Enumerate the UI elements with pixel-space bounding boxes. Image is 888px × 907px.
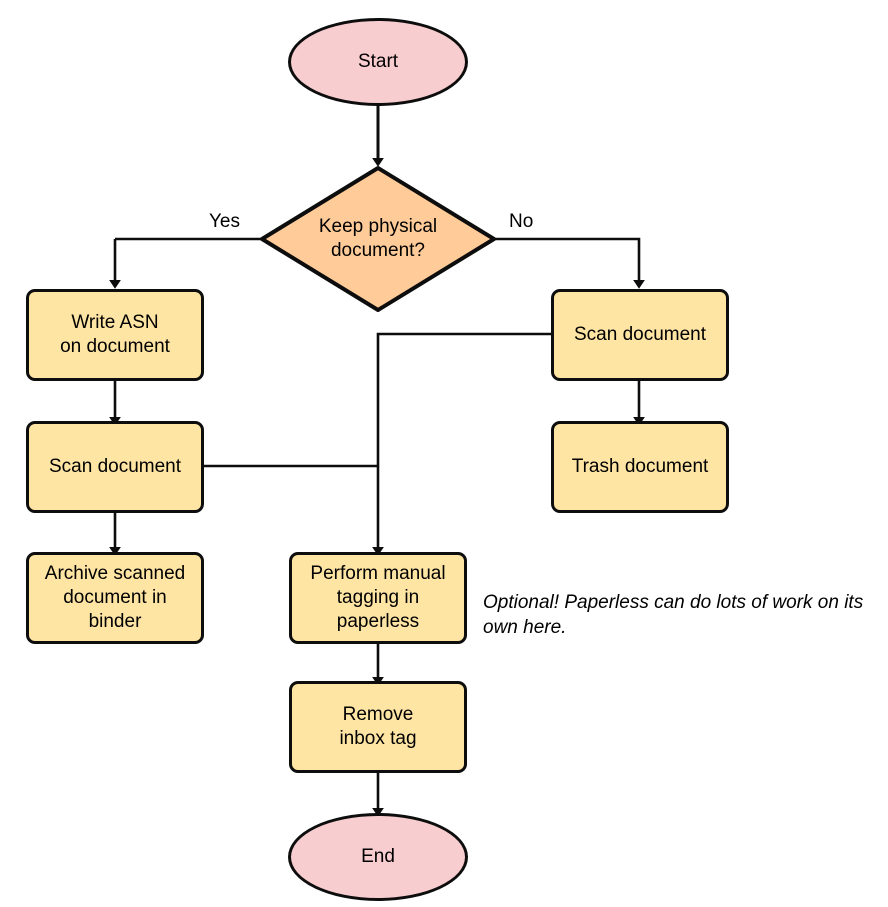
node-scan-document-right[interactable]: Scan document [551,289,729,381]
node-scan-document-left[interactable]: Scan document [26,421,204,513]
edge-scan-right-to-tagging [372,332,551,556]
node-archive-scanned-document-label: Archive scanned document in binder [44,563,186,632]
node-perform-manual-tagging-label: Perform manual tagging in paperless [310,563,446,632]
node-scan-document-left-label: Scan document [48,456,182,478]
decision-node-shape[interactable] [260,166,496,312]
node-perform-manual-tagging[interactable]: Perform manual tagging in paperless [289,552,467,644]
node-end[interactable]: End [288,813,468,901]
edge-label-yes: Yes [209,211,240,232]
edge-label-no: No [509,211,534,232]
node-write-asn[interactable]: Write ASN on document [26,289,204,381]
edge-decision-no-to-scan-right [494,237,645,289]
node-start[interactable]: Start [288,18,468,106]
node-start-label: Start [357,51,399,73]
node-trash-document[interactable]: Trash document [551,421,729,513]
node-decision-label: Keep physical document? [318,216,438,261]
node-trash-document-label: Trash document [571,456,709,478]
node-decision[interactable]: Keep physical document? [278,200,478,278]
node-remove-inbox-tag[interactable]: Remove inbox tag [289,681,467,773]
node-remove-inbox-tag-label: Remove inbox tag [339,704,417,749]
note-optional: Optional! Paperless can do lots of work … [483,592,864,639]
node-write-asn-label: Write ASN on document [60,312,170,357]
edge-decision-yes-to-write-asn [109,233,271,289]
node-archive-scanned-document[interactable]: Archive scanned document in binder [26,552,204,644]
node-scan-document-right-label: Scan document [573,324,707,346]
node-end-label: End [361,846,395,868]
